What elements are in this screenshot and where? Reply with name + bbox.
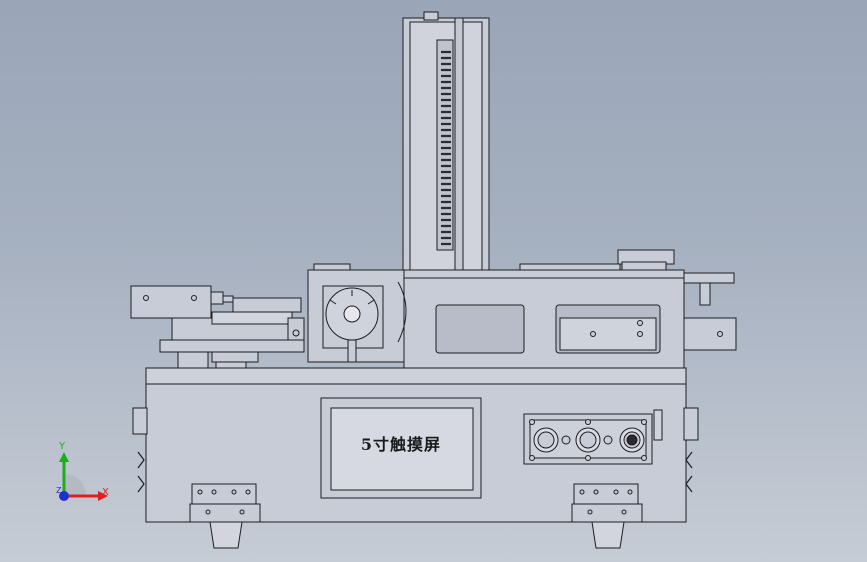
triad-axes (59, 452, 108, 501)
right-hinge[interactable] (571, 483, 643, 523)
left-slide-assembly[interactable] (130, 285, 305, 371)
left-hinge[interactable] (189, 483, 261, 523)
touchscreen-frame[interactable] (320, 397, 482, 499)
triad-z-label: Z (56, 486, 62, 495)
top-rail[interactable] (403, 249, 735, 306)
vertical-column[interactable] (402, 11, 490, 273)
left-foot[interactable] (209, 521, 243, 549)
right-foot[interactable] (591, 521, 625, 549)
cam-wheel[interactable] (307, 263, 407, 363)
triad-y-label: Y (59, 441, 66, 452)
connector-panel[interactable] (523, 413, 653, 465)
rack-teeth (441, 50, 451, 246)
triad-x-label: X (102, 487, 109, 498)
coordinate-triad: Y X Z (44, 440, 114, 510)
right-bracket[interactable] (683, 317, 737, 351)
upper-housing[interactable] (403, 277, 685, 369)
